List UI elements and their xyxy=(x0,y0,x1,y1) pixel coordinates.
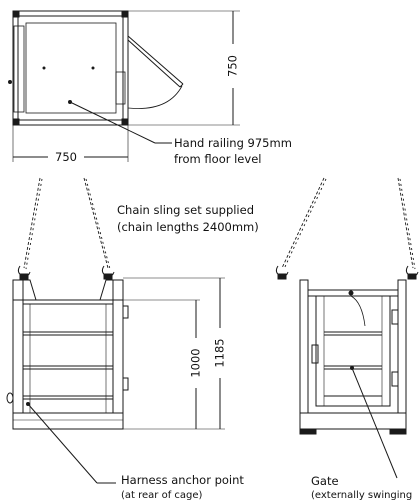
plan-width-dimension xyxy=(12,125,129,162)
side-shackle xyxy=(103,273,113,280)
plan-gate-swing-arc xyxy=(127,85,183,109)
front-gate-swing-arc xyxy=(350,295,366,327)
side-chains xyxy=(23,177,111,270)
chain-sling-label-line2: (chain lengths 2400mm) xyxy=(117,220,259,234)
hand-railing-leader xyxy=(68,100,172,144)
plan-gate-hinge xyxy=(115,71,126,105)
gate-label-line2: (externally swinging xyxy=(311,490,412,501)
plan-lifting-point xyxy=(91,66,95,70)
plan-floor xyxy=(25,22,117,114)
plan-inner-frame xyxy=(17,15,124,121)
side-base-skid xyxy=(12,412,124,430)
harness-anchor-ring xyxy=(6,392,14,404)
front-view xyxy=(275,177,419,435)
front-hinge xyxy=(391,309,399,325)
gate-label-line1: Gate xyxy=(311,474,339,488)
plan-corner-post xyxy=(121,118,129,126)
side-view xyxy=(6,177,129,430)
plan-view xyxy=(8,10,184,126)
plan-corner-post xyxy=(121,10,129,18)
front-gate-latch xyxy=(311,344,319,364)
plan-lifting-point xyxy=(42,66,46,70)
front-shackle xyxy=(407,273,417,280)
plan-width-label: 750 xyxy=(55,150,77,164)
plan-rear-rail xyxy=(13,25,25,113)
harness-leader xyxy=(26,402,116,484)
gate-leader xyxy=(350,366,398,479)
plan-gate-leaf xyxy=(127,35,184,85)
front-hinge xyxy=(391,371,399,387)
plan-gate-leaf-end xyxy=(179,83,184,88)
front-chains xyxy=(281,177,416,270)
side-lifting-lug xyxy=(99,279,124,301)
plan-corner-post xyxy=(12,118,20,126)
front-gate xyxy=(315,295,391,407)
front-skid-foot xyxy=(299,428,317,435)
plan-harness-point xyxy=(8,80,12,84)
front-gate-pivot xyxy=(348,290,354,296)
front-shackle xyxy=(277,273,287,280)
side-top-rail xyxy=(22,299,114,305)
plan-outer-frame xyxy=(12,10,129,126)
hand-railing-label-line2: from floor level xyxy=(174,152,261,166)
plan-depth-dimension xyxy=(128,10,240,126)
harness-anchor-label-line1: Harness anchor point xyxy=(121,473,244,487)
front-skid-foot xyxy=(389,428,407,435)
hand-railing-label-line1: Hand railing 975mm xyxy=(174,136,292,150)
height-dimensions xyxy=(123,277,225,430)
front-post-right xyxy=(397,279,407,414)
plan-gate-leaf xyxy=(127,39,181,88)
side-hinge xyxy=(122,377,129,391)
overall-height-label: 1185 xyxy=(213,338,227,367)
plan-corner-post xyxy=(12,10,20,18)
front-post-left xyxy=(299,279,309,414)
side-hinge xyxy=(122,305,129,319)
chain-sling-label-line1: Chain sling set supplied xyxy=(117,203,254,217)
front-base-skid xyxy=(299,412,407,430)
side-shackle xyxy=(19,273,29,280)
plan-depth-label: 750 xyxy=(226,55,240,77)
cage-height-label: 1000 xyxy=(189,348,203,377)
harness-anchor-label-line2: (at rear of cage) xyxy=(121,490,203,501)
side-lifting-lug xyxy=(12,279,37,301)
